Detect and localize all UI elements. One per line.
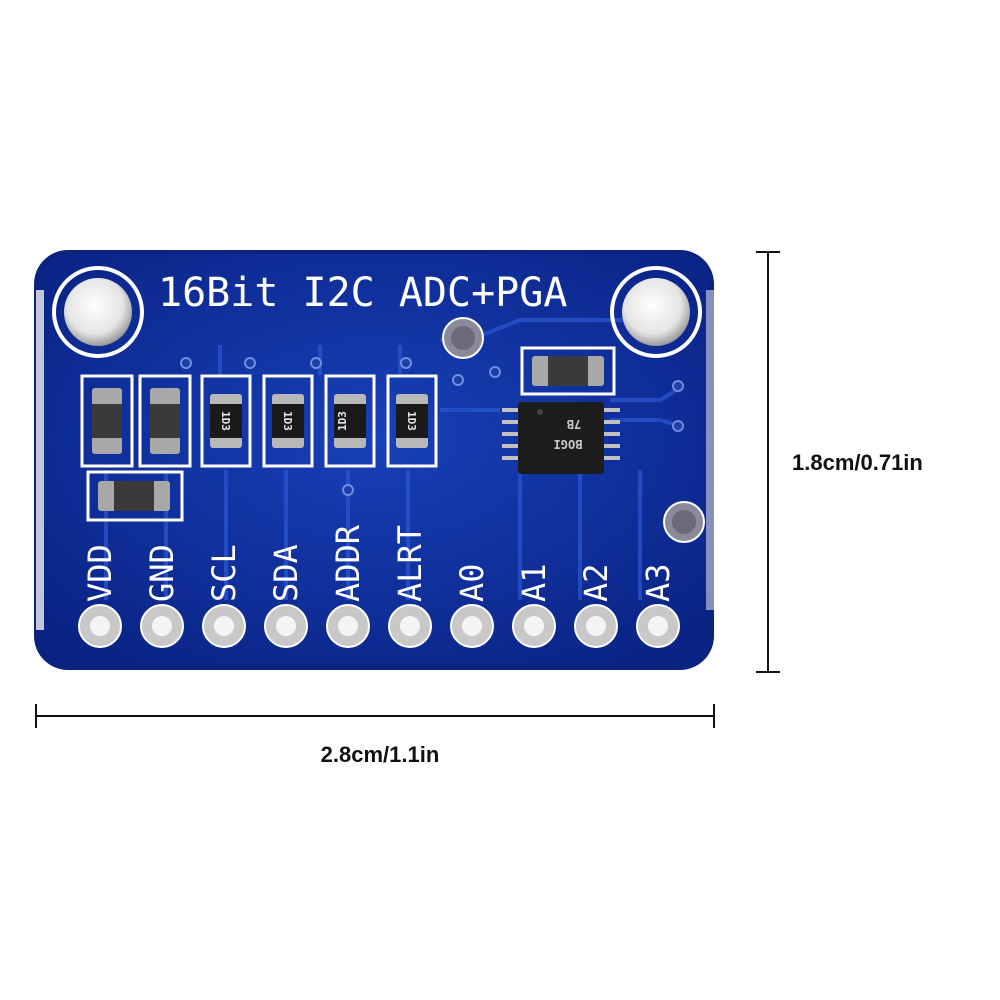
pin-label-scl: SCL: [205, 544, 243, 602]
test-pad-1: [442, 317, 484, 359]
capacitor-4: [520, 346, 616, 396]
pin-pad-a3: [636, 604, 680, 648]
pin-pads: [78, 604, 680, 648]
mounting-hole-left: [52, 266, 144, 358]
pin-label-vdd: VDD: [81, 544, 119, 602]
pin-pad-alrt: [388, 604, 432, 648]
resistor-4-code: 1D3: [405, 411, 418, 431]
adc-chip: [502, 402, 620, 474]
pin-pad-scl: [202, 604, 246, 648]
resistor-3: [324, 374, 376, 468]
pin-label-a3: A3: [639, 563, 677, 602]
pin-label-gnd: GND: [143, 544, 181, 602]
width-label: 2.8cm/1.1in: [321, 742, 440, 767]
capacitor-2: [138, 374, 192, 468]
height-dimension-line: [756, 251, 780, 673]
vias: [180, 357, 684, 496]
chip-code-top: 7B: [567, 417, 581, 431]
pin-pad-a2: [574, 604, 618, 648]
capacitor-3: [86, 470, 184, 522]
board-title: 16Bit I2C ADC+PGA: [158, 270, 567, 316]
pin-pad-addr: [326, 604, 370, 648]
resistor-2: [262, 374, 314, 468]
height-label: 1.8cm/0.71in: [792, 450, 923, 475]
chip-code-bottom: BOGI: [554, 437, 583, 451]
pin-label-sda: SDA: [267, 544, 305, 602]
mounting-hole-right: [610, 266, 702, 358]
resistor-2-code: 1D3: [281, 411, 294, 431]
pin-labels: VDD GND SCL SDA ADDR ALRT A0 A1 A2 A3: [81, 524, 677, 602]
pin-label-a0: A0: [453, 563, 491, 602]
width-dimension-line: [35, 704, 715, 728]
pin-label-a2: A2: [577, 563, 615, 602]
pin-pad-gnd: [140, 604, 184, 648]
pin-pad-a0: [450, 604, 494, 648]
resistor-4: [386, 374, 438, 468]
pin-pad-sda: [264, 604, 308, 648]
resistor-1-code: 1D3: [219, 411, 232, 431]
pin-pad-vdd: [78, 604, 122, 648]
pin-label-addr: ADDR: [329, 524, 367, 602]
pin-label-alrt: ALRT: [391, 525, 429, 602]
pin-pad-a1: [512, 604, 556, 648]
capacitor-1: [80, 374, 134, 468]
resistor-3-code: 1D3: [336, 411, 349, 431]
test-pad-2: [663, 501, 705, 543]
resistor-1: [200, 374, 252, 468]
pin-label-a1: A1: [515, 563, 553, 602]
